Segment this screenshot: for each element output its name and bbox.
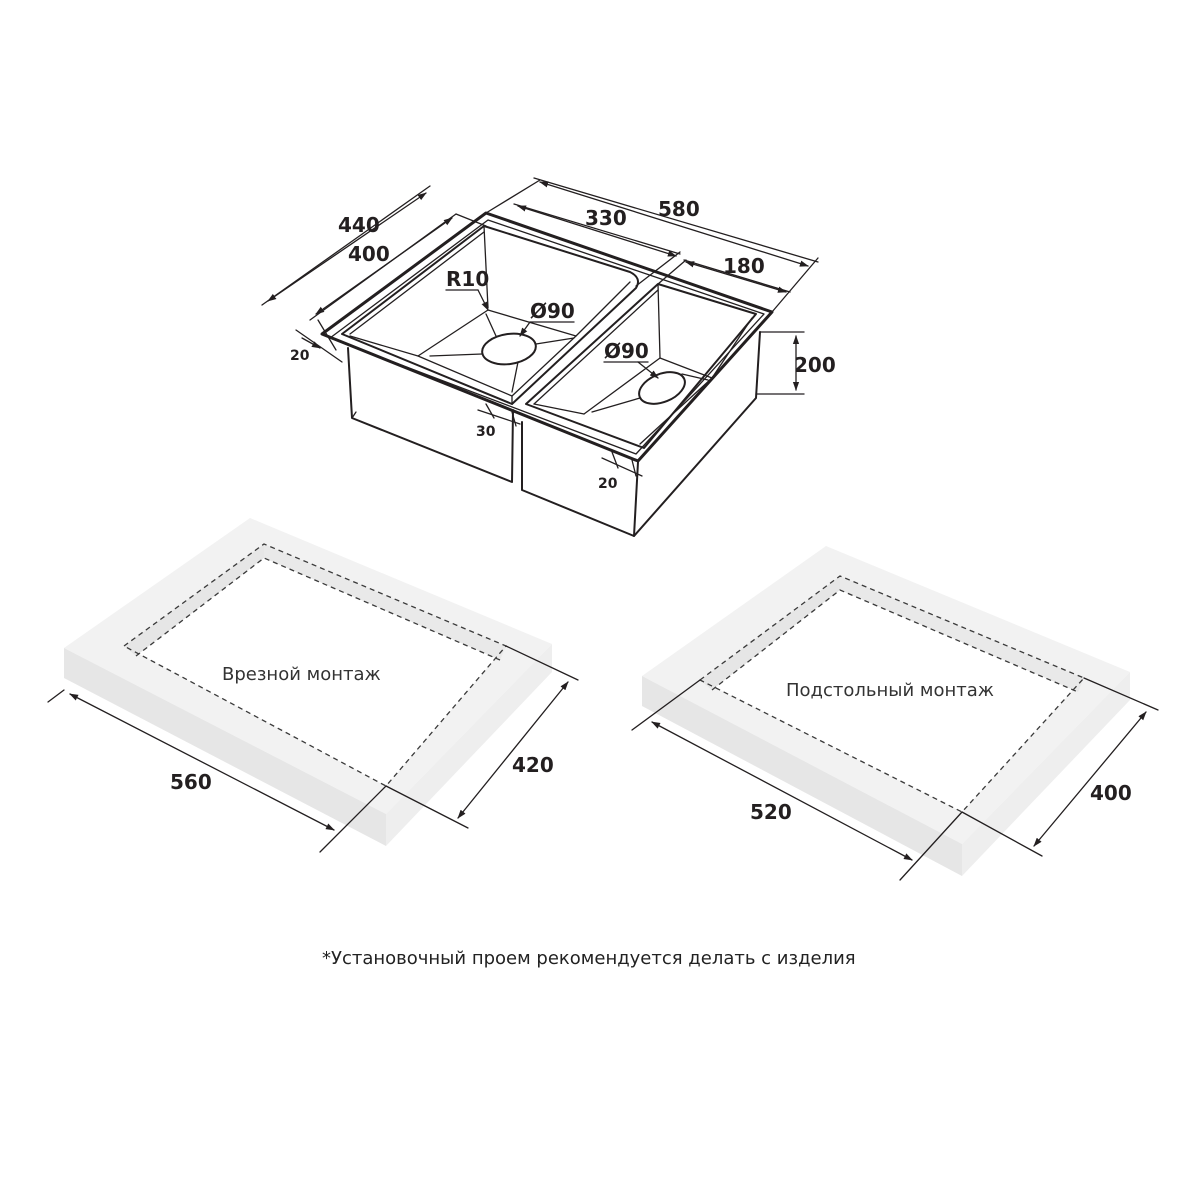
dim-undermount-length: 520 bbox=[631, 679, 963, 881]
label-top-mount-length: 560 bbox=[170, 770, 212, 794]
countertop-top-face bbox=[64, 518, 552, 814]
dim-left-bowl-length: 330 bbox=[513, 203, 681, 287]
label-divider: 30 bbox=[476, 424, 496, 440]
dim-depth: 200 bbox=[755, 331, 836, 395]
label-right-bowl-length: 180 bbox=[723, 254, 765, 278]
countertop-side-face bbox=[386, 644, 552, 846]
dim-divider: 30 bbox=[476, 403, 521, 440]
dim-front-rim: 20 bbox=[598, 451, 643, 492]
label-right-drain: Ø90 bbox=[604, 339, 649, 363]
label-left-bowl-length: 330 bbox=[585, 206, 627, 230]
left-drain bbox=[481, 332, 537, 366]
undermount-countertop: 520 400 Подстольный монтаж bbox=[631, 546, 1159, 881]
label-corner-radius: R10 bbox=[446, 267, 489, 291]
label-left-drain: Ø90 bbox=[530, 299, 575, 323]
top-mount-label: Врезной монтаж bbox=[222, 664, 381, 685]
countertop-top-face bbox=[642, 546, 1130, 844]
dim-top-mount-length: 560 bbox=[47, 689, 387, 853]
dim-corner-radius: R10 bbox=[445, 267, 489, 311]
top-mount-countertop: 560 420 Врезной монтаж bbox=[47, 518, 579, 853]
label-undermount-width: 400 bbox=[1090, 781, 1132, 805]
dim-right-drain: Ø90 bbox=[603, 339, 659, 379]
label-front-rim: 20 bbox=[598, 476, 618, 492]
left-bowl-body bbox=[347, 347, 514, 483]
label-width-overall: 440 bbox=[338, 213, 380, 237]
dim-width-inner: 400 bbox=[309, 213, 487, 321]
label-length-overall: 580 bbox=[658, 197, 700, 221]
label-depth: 200 bbox=[794, 353, 836, 377]
countertop-side-face bbox=[962, 672, 1130, 876]
dim-left-rim: 20 bbox=[290, 319, 343, 364]
undermount-label: Подстольный монтаж bbox=[786, 680, 994, 701]
countertop-front-face bbox=[642, 676, 962, 876]
label-undermount-length: 520 bbox=[750, 800, 792, 824]
dim-right-bowl-length: 180 bbox=[657, 254, 791, 293]
dim-undermount-width: 400 bbox=[961, 677, 1159, 857]
label-top-mount-width: 420 bbox=[512, 753, 554, 777]
footnote: *Установочный проем рекомендуется делать… bbox=[322, 948, 856, 969]
sink-drawing: 440 400 580 330 180 bbox=[261, 177, 836, 537]
dim-top-mount-width: 420 bbox=[385, 645, 579, 829]
dim-left-drain: Ø90 bbox=[519, 299, 575, 337]
label-left-rim: 20 bbox=[290, 348, 310, 364]
label-width-inner: 400 bbox=[348, 242, 390, 266]
